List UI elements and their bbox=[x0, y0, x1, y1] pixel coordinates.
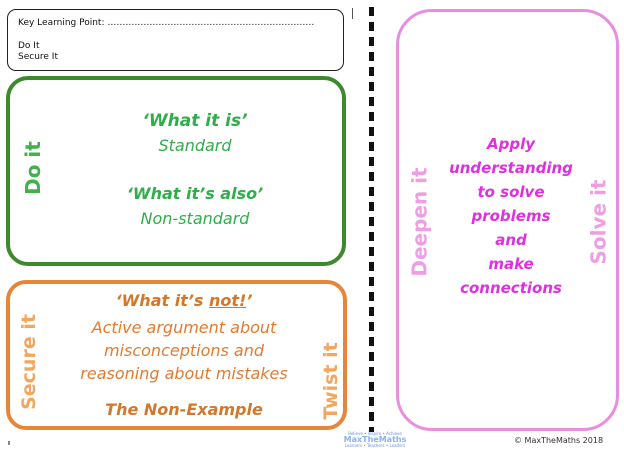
dashed-divider bbox=[369, 7, 374, 432]
non-standard-label: Non-standard bbox=[140, 209, 250, 228]
text-cursor-mark bbox=[352, 8, 353, 19]
what-it-is: ‘What it is’ bbox=[142, 111, 248, 131]
what-its-also: ‘What it’s also’ bbox=[126, 184, 264, 203]
secure-it-panel: Secure it Twist it ‘What it’s not!’ Acti… bbox=[6, 280, 347, 430]
non-example-label: The Non-Example bbox=[105, 400, 263, 419]
secure-it-side-label: Secure it bbox=[18, 314, 41, 410]
standard-label: Standard bbox=[158, 136, 232, 155]
do-it-panel: Do it ‘What it is’ Standard ‘What it’s a… bbox=[6, 76, 346, 266]
key-learning-point: Key Learning Point: ……………………………………………………… bbox=[18, 18, 315, 28]
copyright-notice: © MaxTheMaths 2018 bbox=[514, 436, 604, 445]
not-underlined: not! bbox=[209, 291, 247, 310]
deepen-it-side-label: Deepen it bbox=[408, 167, 433, 277]
what-its-not: ‘What it’s not!’ bbox=[115, 291, 253, 310]
header-do-it: Do It bbox=[18, 41, 40, 51]
active-argument-text: Active argument about misconceptions and… bbox=[80, 318, 288, 383]
maxthemaths-logo: Believe • Inspire • Achieve MaxTheMaths … bbox=[343, 431, 407, 448]
deepen-it-panel: Deepen it Solve it Apply understanding t… bbox=[396, 9, 619, 431]
header-secure-it: Secure It bbox=[18, 52, 58, 62]
corner-mark bbox=[8, 441, 10, 445]
twist-it-side-label: Twist it bbox=[320, 342, 343, 420]
apply-understanding-text: Apply understanding to solve problems an… bbox=[449, 135, 573, 297]
key-learning-header: Key Learning Point: ……………………………………………………… bbox=[7, 9, 344, 71]
solve-it-side-label: Solve it bbox=[586, 179, 611, 265]
